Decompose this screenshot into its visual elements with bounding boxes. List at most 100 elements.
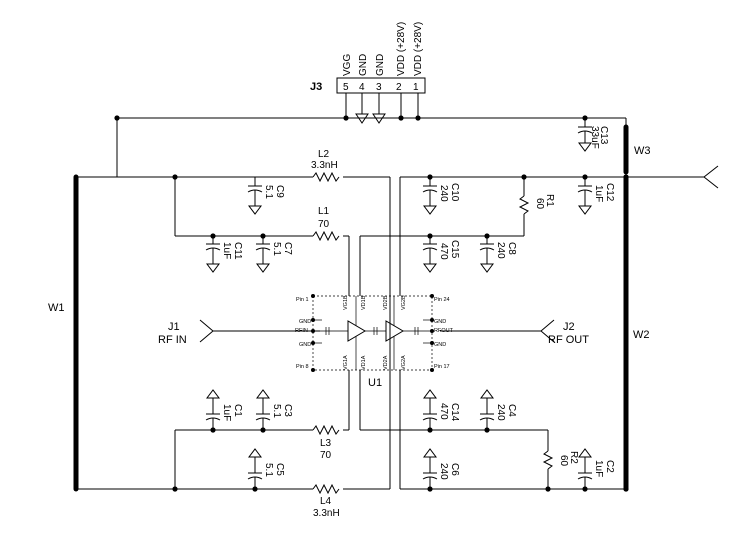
r1-resistor	[518, 195, 530, 215]
c10-ground-icon	[423, 205, 437, 215]
ic-amp-stage-2-icon	[385, 320, 404, 342]
ic-vg1b-label: VG1B	[343, 295, 349, 310]
c9-value: 5.1	[263, 185, 274, 199]
j2-name: RF OUT	[548, 334, 589, 346]
c11-ground-icon	[206, 263, 220, 273]
c3-ground-icon	[256, 389, 270, 399]
connector-j3-ref: J3	[310, 81, 322, 93]
l4-ref: L4	[320, 496, 332, 507]
j3-pin-4-number: 4	[359, 82, 365, 93]
c12-ground-icon	[578, 205, 592, 215]
ic-vd1a-label: VD1A	[361, 355, 367, 370]
c15-ref: C15	[449, 240, 460, 259]
c5-value: 5.1	[263, 463, 274, 477]
ic-vd2a-label: VD2A	[383, 355, 389, 370]
c4-value: 240	[495, 404, 506, 421]
ic-pad	[430, 368, 434, 372]
c2-ground-icon	[578, 448, 592, 458]
c7-value: 5.1	[271, 242, 282, 256]
c11-value: 1uF	[221, 242, 232, 259]
j3-pin-2-number: 2	[396, 82, 402, 93]
c1-value: 1uF	[221, 404, 232, 421]
junction-dot	[343, 115, 349, 121]
j3-pin-5-name: VGG	[342, 54, 353, 76]
c15-ground-icon	[423, 263, 437, 273]
ic-vg2b-label: VG2B	[401, 295, 407, 310]
l1-value: 70	[318, 219, 330, 230]
j3-pin-1-number: 1	[413, 82, 419, 93]
j1-ref: J1	[168, 321, 180, 333]
bottom-right-drain-network: R2 60 C14 470 C4 240 C6 240	[359, 370, 629, 492]
top-left-gate-network: L2 3.3nH L1 70 C9 5.1 C11 1uF	[76, 149, 391, 330]
r1-ref: R1	[544, 194, 555, 207]
ic-amp-stage-1-icon	[347, 320, 366, 342]
j1-name: RF IN	[158, 334, 187, 346]
ic-vd2b-label: VD2B	[383, 295, 389, 310]
j3-pin-3-name: GND	[375, 54, 386, 76]
l2-ref: L2	[318, 149, 330, 160]
ic-pin-17-label: Pin 17	[434, 364, 450, 370]
l3-inductor	[312, 424, 340, 436]
ic-gnd-right-top: GND	[434, 319, 446, 325]
ic-gnd-left-bottom: GND	[299, 342, 311, 348]
junction-dot	[545, 486, 551, 492]
j3-pin-1-name: VDD (+28V)	[413, 22, 424, 76]
c6-ground-icon	[423, 448, 437, 458]
ic-pin-8-label: Pin 8	[296, 364, 309, 370]
ic-pad	[311, 368, 315, 372]
ic-gnd-left-top: GND	[299, 319, 311, 325]
c2-ref: C2	[604, 460, 615, 473]
c5-ground-icon	[248, 448, 262, 458]
c13-ground-icon	[578, 142, 592, 152]
junction-dot	[623, 174, 629, 180]
ic-rfout-label: RFOUT	[434, 328, 454, 334]
c7-ref: C7	[282, 242, 293, 255]
c8-ref: C8	[506, 242, 517, 255]
junction-dot	[415, 115, 421, 121]
c9-ref: C9	[274, 185, 285, 198]
c13-ref: C13	[598, 126, 609, 145]
ic-vg2a-label: VG2A	[401, 355, 407, 370]
j2-ref: J2	[563, 321, 575, 333]
c3-value: 5.1	[271, 404, 282, 418]
c3-ref: C3	[282, 404, 293, 417]
l2-value: 3.3nH	[311, 160, 338, 171]
junction-dot	[114, 115, 120, 121]
r1-value: 60	[534, 198, 545, 210]
r2-value: 60	[558, 455, 569, 467]
rf-out-connector-icon	[540, 319, 555, 343]
c13-value: 33uF	[589, 126, 600, 149]
ic-pin-24-label: Pin 24	[434, 297, 450, 303]
c4-ref: C4	[506, 404, 517, 417]
c9-ground-icon	[248, 205, 262, 215]
top-right-drain-network: R1 60 C10 240 C12 1uF C15 470	[359, 174, 629, 296]
junction-dot	[623, 486, 629, 492]
c8-ground-icon	[480, 263, 494, 273]
ic-pad	[430, 294, 434, 298]
bus-w2-label: W2	[633, 329, 650, 341]
c2-value: 1uF	[593, 460, 604, 477]
rf-input-port: J1 RF IN	[158, 319, 320, 346]
bus-w1-label: W1	[48, 302, 65, 314]
l3-value: 70	[320, 450, 332, 461]
ic-vd1b-label: VD1B	[361, 295, 367, 310]
ic-rfin-label: RFIN	[295, 328, 308, 334]
c10-ref: C10	[449, 183, 460, 202]
c5-ref: C5	[274, 463, 285, 476]
c7-ground-icon	[256, 263, 270, 273]
connector-j3: J3 5 4 3 2 1 VGG GND GND VDD (+28V) VDD …	[310, 22, 426, 124]
l4-value: 3.3nH	[313, 508, 340, 519]
ic-u1: U1 Pin 1 Pin 8 Pin 24 Pin 17 GND RFIN GN…	[295, 294, 454, 389]
bottom-left-gate-network: L4 3.3nH L3 70 C1 1uF C3 5.1	[76, 330, 391, 519]
c12-ref: C12	[604, 183, 615, 202]
c1-ref: C1	[232, 404, 243, 417]
l1-ref: L1	[318, 206, 330, 217]
connector-j3-body	[336, 77, 426, 94]
j3-pin-3-number: 3	[376, 82, 382, 93]
c1-ground-icon	[206, 389, 220, 399]
ic-vg1a-label: VG1A	[343, 355, 349, 370]
ic-u1-outline	[312, 295, 433, 371]
r2-ref: R2	[568, 451, 579, 464]
c14-ground-icon	[423, 389, 437, 399]
